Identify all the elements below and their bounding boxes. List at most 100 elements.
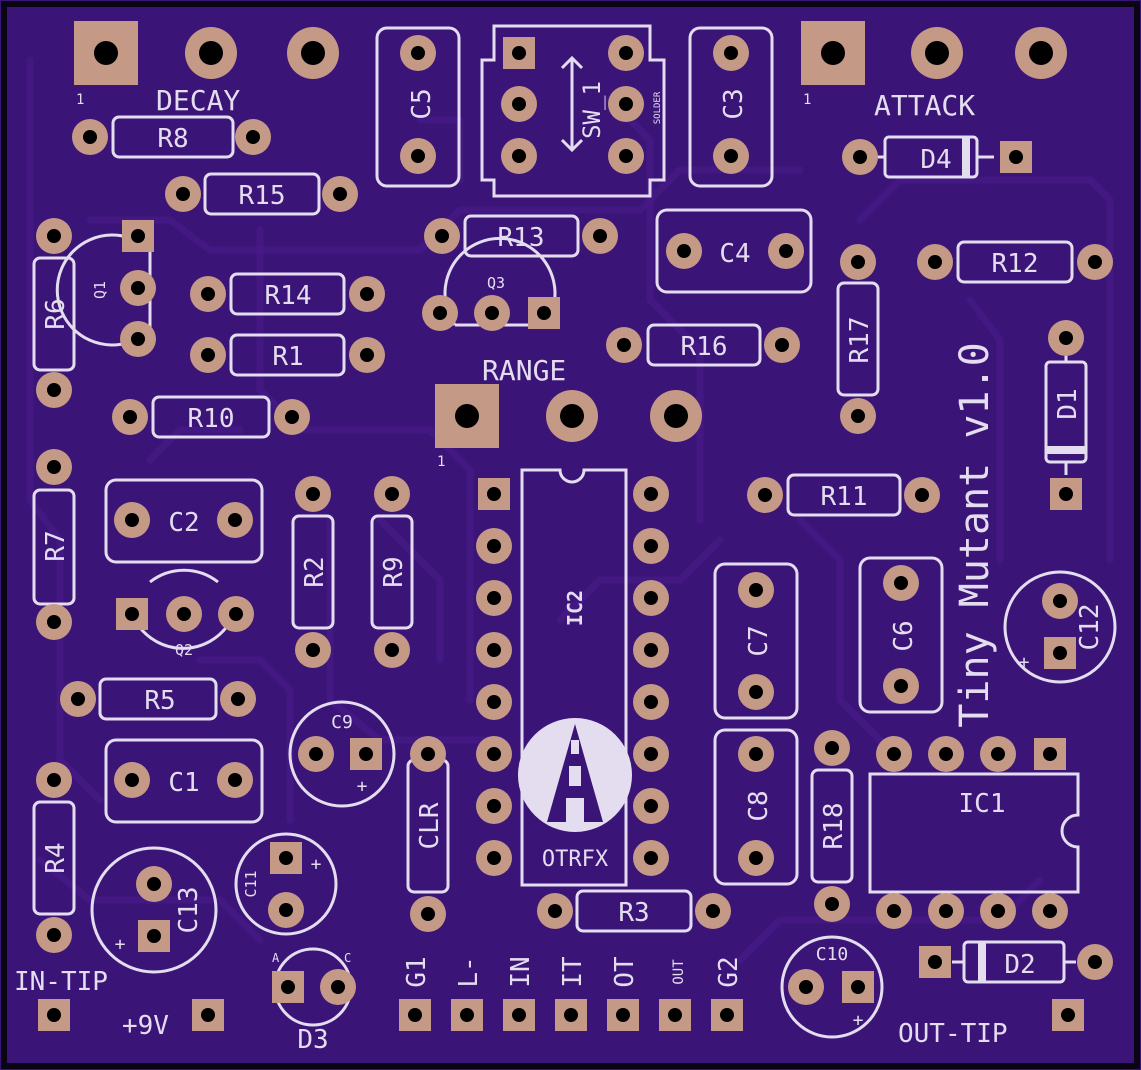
r5-label: R5 (144, 686, 175, 716)
capacitor-c10: C10 + (780, 935, 884, 1039)
r6-label: R6 (41, 298, 71, 329)
q2-label: Q2 (175, 641, 193, 659)
resistor-r11: R11 (747, 473, 940, 517)
r1-label: R1 (272, 342, 303, 372)
c13-plus: + (115, 934, 126, 955)
c12-label: C12 (1075, 604, 1105, 651)
c7-label: C7 (744, 625, 774, 656)
header-label-g1: G1 (402, 956, 432, 987)
r2-label: R2 (300, 556, 330, 587)
resistor-r8: R8 (72, 115, 271, 159)
c6-label: C6 (889, 620, 919, 651)
plus9v-label: +9V (122, 1011, 169, 1041)
io-9v: +9V (122, 999, 224, 1041)
diode-d2: D2 (919, 940, 1113, 984)
d2-label: D2 (1004, 950, 1035, 980)
r17-label: R17 (845, 317, 875, 364)
capacitor-c4: C4 (655, 208, 813, 294)
transistor-q2: Q2 (116, 568, 254, 659)
d3-label: D3 (297, 1025, 328, 1055)
capacitor-c8: C8 (713, 728, 799, 886)
c5-label: C5 (407, 88, 437, 119)
led-clr: CLR (406, 736, 450, 932)
c4-label: C4 (719, 239, 750, 269)
io-in-tip: IN-TIP (14, 967, 108, 1031)
resistor-r10: R10 (112, 395, 310, 439)
attack-label: ATTACK (874, 89, 975, 122)
resistor-r1: R1 (190, 333, 385, 377)
resistor-r7: R7 (32, 449, 76, 640)
io-out-tip: OUT-TIP (898, 999, 1084, 1049)
resistor-r4: R4 (32, 762, 76, 953)
ic-ic1: IC1 (868, 736, 1080, 929)
resistor-r17: R17 (836, 244, 880, 434)
resistor-r3: R3 (537, 889, 731, 933)
r15-label: R15 (239, 181, 286, 211)
resistor-r9: R9 (370, 476, 414, 668)
pot-pin1-label: 1 (437, 454, 445, 470)
c9-label: C9 (331, 712, 353, 733)
d4-label: D4 (920, 145, 951, 175)
header-label-g2: G2 (714, 956, 744, 987)
resistor-r14: R14 (190, 272, 385, 316)
diode-d1: D1 (1044, 320, 1088, 510)
r9-label: R9 (379, 556, 409, 587)
otrfx-logo: OTRFX (518, 718, 632, 872)
capacitor-c6: C6 (858, 556, 944, 714)
resistor-r12: R12 (917, 240, 1113, 284)
c13-label: C13 (174, 887, 204, 934)
c12-plus: + (1019, 652, 1030, 673)
pot-attack: 1 ATTACK (801, 21, 1067, 122)
r11-label: R11 (821, 482, 868, 512)
header-label-it: IT (558, 956, 588, 988)
r12-label: R12 (992, 249, 1039, 279)
ic-ic2: IC2 (476, 468, 669, 887)
c1-label: C1 (168, 768, 199, 798)
led-d3: A C D3 (272, 947, 356, 1055)
ic2-label: IC2 (563, 590, 587, 626)
decay-label: DECAY (156, 84, 240, 117)
c10-label: C10 (816, 944, 849, 965)
resistor-r5: R5 (60, 677, 256, 721)
capacitor-c3: C3 (688, 26, 774, 188)
q1-label: Q1 (91, 281, 109, 299)
r4-label: R4 (41, 842, 71, 873)
r18-label: R18 (819, 803, 849, 850)
switch-sw1: SW_1 SOLDER (480, 24, 666, 198)
pot-range: 1 RANGE (435, 354, 702, 470)
capacitor-c1: C1 (104, 738, 264, 824)
transistor-q3: Q3 (422, 236, 560, 331)
sw1-label: SW_1 (578, 81, 606, 139)
ic1-label: IC1 (959, 789, 1006, 819)
resistor-r15: R15 (165, 172, 358, 216)
capacitor-c7: C7 (713, 562, 799, 720)
resistor-r16: R16 (606, 323, 800, 367)
capacitor-c12: + C12 (1003, 570, 1117, 684)
board-title: Tiny Mutant v1.0 (952, 342, 998, 727)
r16-label: R16 (681, 332, 728, 362)
r8-label: R8 (157, 124, 188, 154)
c3-label: C3 (719, 88, 749, 119)
c11-label: C11 (242, 870, 260, 897)
c8-label: C8 (744, 790, 774, 821)
capacitor-c2: C2 (104, 478, 264, 564)
header-label-out: OUT (671, 959, 687, 985)
capacitor-c5: C5 (375, 26, 461, 188)
diode-d4: D4 (842, 135, 1032, 179)
c10-plus: + (853, 1010, 864, 1031)
c9-plus: + (357, 776, 368, 797)
header-label-ot: OT (610, 956, 640, 988)
in-tip-label: IN-TIP (14, 967, 108, 997)
capacitor-c9: C9 + (288, 700, 396, 808)
resistor-r6: R6 (32, 218, 76, 408)
q3-label: Q3 (487, 274, 505, 292)
resistor-r13: R13 (424, 214, 618, 258)
capacitor-c11: + C11 (234, 832, 338, 936)
resistor-r2: R2 (291, 476, 335, 668)
header-label-l: L- (454, 956, 484, 987)
pot-decay: 1 DECAY (74, 21, 339, 117)
resistor-r18: R18 (810, 730, 854, 922)
c11-plus: + (311, 854, 322, 875)
